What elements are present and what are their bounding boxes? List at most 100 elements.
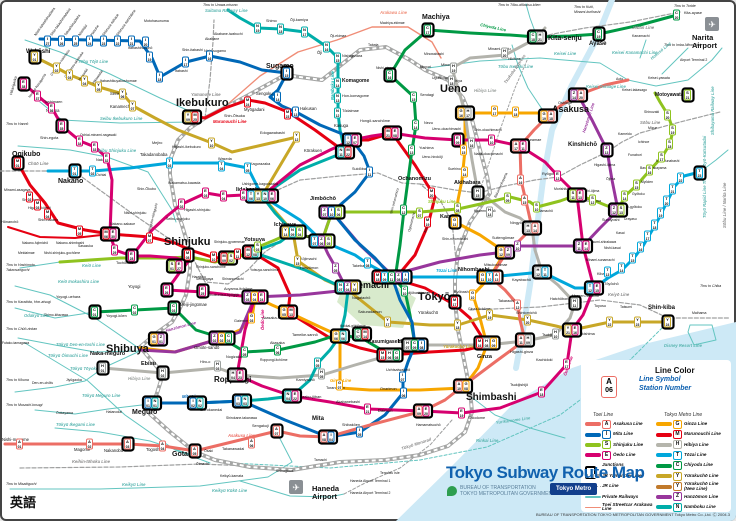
station-badge[interactable]: H19 — [450, 62, 457, 74]
station-badge[interactable]: A01 — [16, 438, 23, 450]
station-badge[interactable]: Y07 — [129, 100, 136, 112]
station-badge[interactable]: E18 — [538, 386, 545, 398]
station-badge[interactable]: M20 — [428, 187, 435, 199]
station-badge[interactable]: G18 — [512, 106, 519, 118]
station-badge[interactable]: E21 — [364, 403, 371, 415]
station-badge[interactable]: I26 — [58, 35, 65, 47]
station-badge[interactable]: C02 — [131, 304, 138, 316]
station-badge[interactable]: I19 — [146, 51, 153, 63]
station-badge[interactable]: I22 — [114, 35, 121, 47]
station-badge[interactable]: I11 — [366, 166, 373, 178]
junction-station-badge[interactable]: Y24 — [661, 314, 675, 330]
station-badge[interactable]: Y18 — [454, 319, 461, 331]
station-badge[interactable]: T03 — [166, 157, 173, 169]
station-badge[interactable]: H10 — [552, 328, 559, 340]
junction-station-badge[interactable]: C01 — [88, 304, 102, 320]
station-badge[interactable]: T18 — [651, 219, 658, 231]
station-badge[interactable]: Y12 — [293, 131, 300, 143]
junction-station-badge[interactable]: C17 — [421, 22, 435, 38]
station-badge[interactable]: M05 — [76, 225, 83, 237]
junction-station-badge[interactable]: Z13 — [600, 142, 614, 158]
station-badge[interactable]: C10 — [401, 285, 408, 297]
station-badge[interactable]: S20 — [664, 109, 671, 121]
station-badge[interactable]: T16 — [637, 241, 644, 253]
station-badge[interactable]: E10 — [488, 134, 495, 146]
station-badge[interactable]: M19 — [424, 216, 431, 228]
station-badge[interactable]: C20 — [673, 9, 680, 21]
station-badge[interactable]: Y15 — [294, 255, 301, 267]
station-badge[interactable]: A16 — [517, 174, 524, 186]
station-badge[interactable]: I23 — [100, 35, 107, 47]
station-badge[interactable]: M03 — [34, 199, 41, 211]
junction-station-badge[interactable]: E25 — [196, 283, 210, 299]
junction-station-badge[interactable]: M17 — [448, 294, 462, 310]
station-badge[interactable]: T13 — [604, 266, 611, 278]
junction-station-badge[interactable]: I15 — [280, 65, 294, 81]
station-badge[interactable]: Y03 — [66, 69, 73, 81]
station-badge[interactable]: E04 — [220, 190, 227, 202]
station-badge[interactable]: I16 — [206, 50, 213, 62]
station-badge[interactable]: M23 — [284, 108, 291, 120]
station-badge[interactable]: N18 — [277, 23, 284, 35]
station-badge[interactable]: I07 — [399, 371, 406, 383]
station-badge[interactable]: S16 — [646, 164, 653, 176]
junction-station-badge[interactable]: T23 — [693, 165, 707, 181]
station-badge[interactable]: Y23 — [634, 316, 641, 328]
station-badge[interactable]: S15 — [633, 179, 640, 191]
station-badge[interactable]: S08 — [454, 202, 461, 214]
station-badge[interactable]: T19 — [657, 207, 664, 219]
station-badge[interactable]: M07 — [146, 232, 153, 244]
junction-station-badge[interactable]: A05 — [188, 443, 202, 459]
station-badge[interactable]: H18 — [448, 75, 455, 87]
junction-station-badge[interactable]: H02 — [156, 365, 170, 381]
junction-station-badge[interactable]: M08 — [181, 247, 195, 263]
station-badge[interactable]: G10 — [469, 289, 476, 301]
junction-station-badge[interactable]: E28 — [125, 248, 139, 264]
station-badge[interactable]: N15 — [334, 52, 341, 64]
junction-station-badge[interactable]: H11 — [568, 295, 582, 311]
station-badge[interactable]: M10 — [210, 251, 217, 263]
station-badge[interactable]: Y22 — [606, 316, 613, 328]
station-badge[interactable]: I17 — [182, 56, 189, 68]
station-badge[interactable]: I18 — [156, 71, 163, 83]
station-badge[interactable]: T04 — [218, 160, 225, 172]
station-badge[interactable]: G15 — [460, 144, 467, 156]
junction-station-badge[interactable]: C03 — [167, 300, 181, 316]
station-badge[interactable]: T15 — [629, 252, 636, 264]
station-badge[interactable]: T17 — [644, 230, 651, 242]
station-badge[interactable]: G07 — [336, 379, 343, 391]
station-badge[interactable]: E05 — [240, 189, 247, 201]
station-badge[interactable]: I21 — [128, 35, 135, 47]
station-badge[interactable]: S17 — [658, 151, 665, 163]
station-badge[interactable]: Y05 — [95, 81, 102, 93]
station-badge[interactable]: I05 — [356, 426, 363, 438]
station-badge[interactable]: M24 — [244, 96, 251, 108]
station-badge[interactable]: G03 — [248, 312, 255, 324]
station-badge[interactable]: N05 — [314, 357, 321, 369]
junction-station-badge[interactable]: E38 — [17, 76, 31, 92]
station-badge[interactable]: E32 — [103, 152, 110, 164]
station-badge[interactable]: Y10 — [208, 137, 215, 149]
station-badge[interactable]: A04 — [159, 440, 166, 452]
junction-station-badge[interactable]: G13 — [448, 214, 462, 230]
